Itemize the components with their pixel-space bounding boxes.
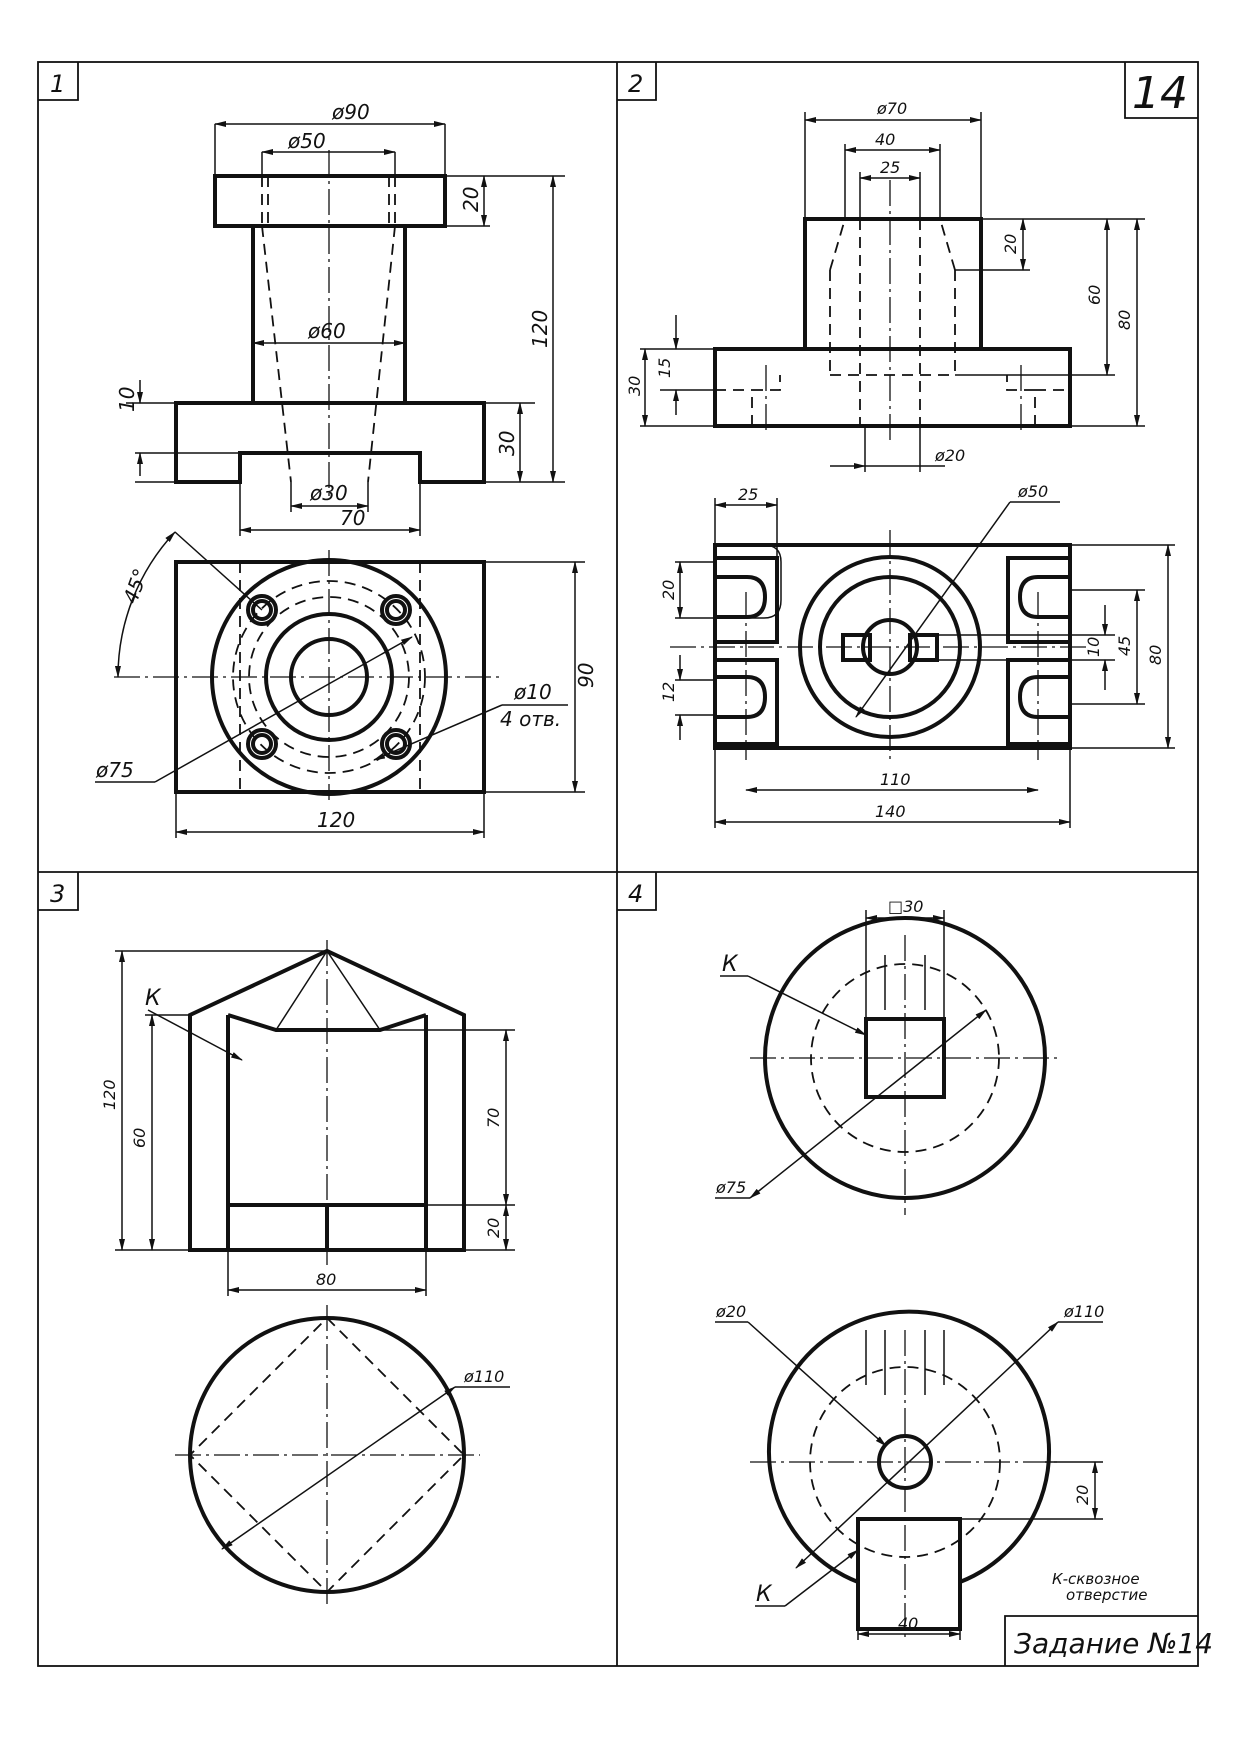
p2-dim-w140: 140	[875, 802, 906, 821]
p1-dim-w70: 70	[340, 506, 365, 530]
p1-dim-d50: ø50	[287, 129, 326, 153]
p2-dim-h30: 30	[625, 376, 644, 396]
p4-label-k2: К	[756, 1582, 773, 1607]
p3-dim-h60: 60	[130, 1128, 149, 1148]
p2-dim-h80b: 80	[1146, 645, 1165, 665]
p4-note-line2: отверстие	[1066, 1586, 1147, 1604]
p2-dim-d50: ø50	[1017, 482, 1048, 501]
p1-dim-h30: 30	[495, 431, 519, 456]
p2-dim-w110: 110	[880, 770, 911, 789]
p1-dim-w120: 120	[317, 808, 355, 832]
p2-dim-h12: 12	[659, 682, 678, 702]
p3-dim-h120: 120	[100, 1079, 119, 1110]
panel-2-drawing: ø70 40 25 20 60 80 30 15 ø20	[625, 99, 1175, 828]
p4-note-line1: К-сквозное	[1052, 1570, 1140, 1588]
p2-dim-h60: 60	[1085, 285, 1104, 305]
p2-dim-h20b: 20	[659, 580, 678, 600]
p4-dim-w40: 40	[898, 1614, 918, 1633]
p3-dim-d110: ø110	[463, 1367, 504, 1386]
p3-dim-h70: 70	[484, 1108, 503, 1128]
p4-dim-d20: ø20	[715, 1302, 746, 1321]
panel-4-drawing: □30 К ø75 ø20 ø110 20 40	[715, 897, 1147, 1640]
p1-dim-h10: 10	[115, 387, 139, 412]
panel-number-3: 3	[50, 880, 65, 908]
p4-dim-d110: ø110	[1063, 1302, 1104, 1321]
p2-dim-h20: 20	[1001, 234, 1020, 254]
p1-dim-h20: 20	[459, 187, 483, 212]
p1-dim-d60: ø60	[307, 319, 346, 343]
p1-dim-h90: 90	[574, 663, 598, 688]
p1-dim-d30: ø30	[309, 481, 348, 505]
p2-dim-d70: ø70	[876, 99, 907, 118]
p2-dim-h15: 15	[655, 358, 674, 378]
p3-dim-h20: 20	[484, 1218, 503, 1238]
p1-dim-holes-count: 4 отв.	[500, 707, 561, 731]
p2-dim-w25b: 25	[738, 485, 758, 504]
p4-dim-sq30: □30	[888, 897, 923, 916]
p3-label-k: К	[145, 986, 162, 1011]
task-title: Задание №14	[1014, 1627, 1213, 1660]
sheet-frame	[37, 61, 1199, 1667]
panel-number-1: 1	[50, 70, 65, 98]
p2-dim-w40: 40	[875, 130, 895, 149]
p2-dim-d20: ø20	[934, 446, 965, 465]
p4-dim-d75: ø75	[715, 1178, 746, 1197]
sheet-number: 14	[1132, 68, 1188, 119]
p2-dim-h10: 10	[1084, 637, 1103, 657]
p1-dim-hole: ø10	[513, 680, 552, 704]
p3-dim-w80: 80	[316, 1270, 336, 1289]
panel-3-views: 120 60 70 20 80 К ø110	[80, 930, 580, 1650]
p1-dim-h120: 120	[528, 310, 552, 348]
p4-label-k1: К	[722, 952, 739, 977]
p1-dim-d75: ø75	[95, 758, 134, 782]
p2-dim-h45: 45	[1115, 636, 1134, 656]
p2-dim-w25: 25	[880, 158, 900, 177]
panel-number-2: 2	[628, 70, 643, 98]
p1-dim-d90: ø90	[331, 100, 370, 124]
p2-dim-h80: 80	[1115, 310, 1134, 330]
p4-dim-h20: 20	[1073, 1485, 1092, 1505]
panel-number-4: 4	[628, 880, 643, 908]
panel-1-drawing: ø90 ø50 20 120 ø60 10 30 ø30 70	[95, 100, 598, 838]
